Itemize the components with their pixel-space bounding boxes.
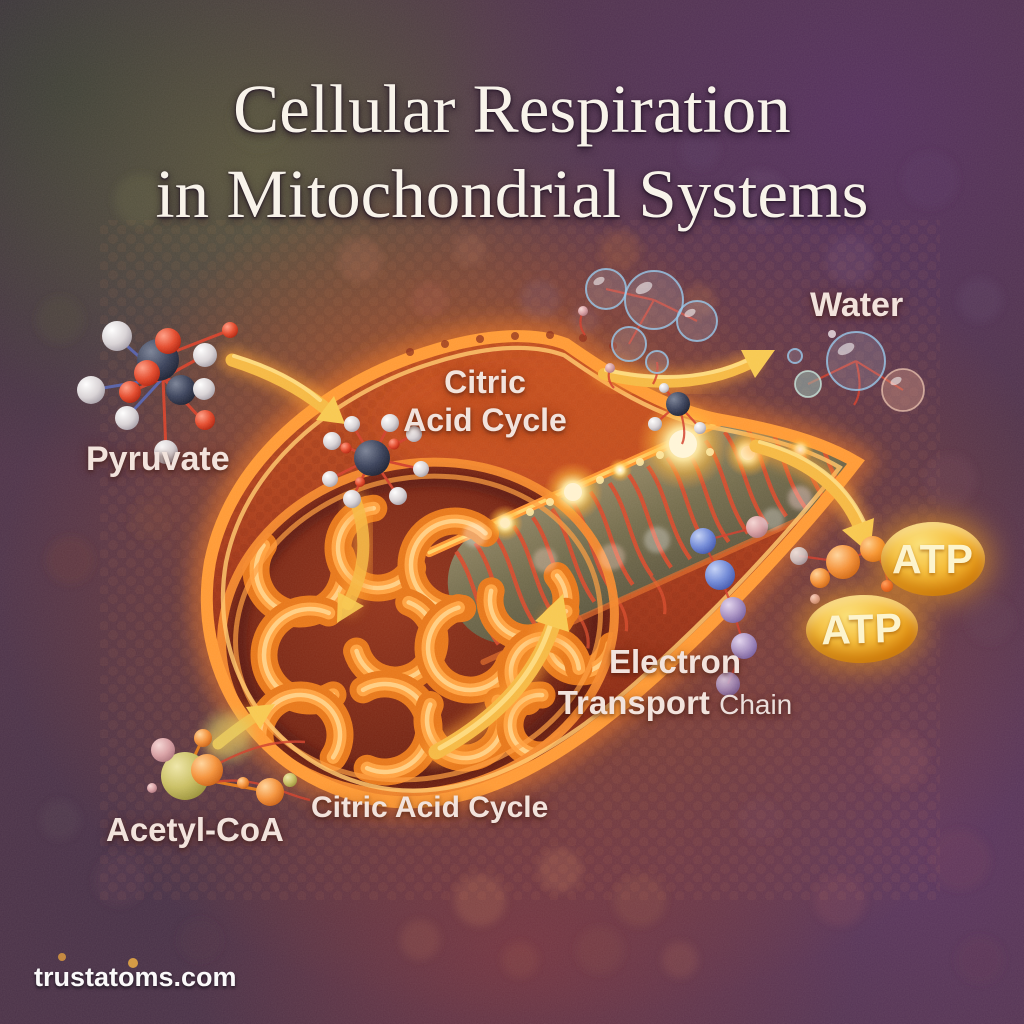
watermark-site-label: trustatoms.com — [34, 962, 237, 992]
water-label: Water — [810, 286, 904, 324]
transport-label: Transport — [557, 684, 710, 721]
acetyl-coa-label: Acetyl-CoA — [106, 811, 284, 848]
electron-label-line2: Transport Chain — [540, 682, 810, 725]
atp-badge-top-text: ATP — [892, 535, 974, 582]
chain-label: Chain — [719, 689, 793, 720]
citric-acid-cycle-bottom-label: Citric Acid Cycle — [311, 791, 549, 824]
page-title-line-2: in Mitochondrial Systems — [155, 156, 869, 232]
atp-badge-top: ATP — [881, 522, 985, 596]
citric-acid-cycle-top-line2: Acid Cycle — [403, 402, 567, 438]
citric-acid-cycle-top-label: Citric Acid Cycle — [385, 363, 585, 439]
pyruvate-label: Pyruvate — [86, 440, 230, 478]
electron-label-line1: Electron — [608, 643, 742, 680]
page-title-line-1: Cellular Respiration — [233, 71, 791, 147]
citric-acid-cycle-top-line1: Citric — [444, 364, 526, 400]
electron-transport-chain-label: Electron Transport Chain — [540, 641, 810, 725]
atp-badge-bottom-text: ATP — [820, 604, 904, 653]
